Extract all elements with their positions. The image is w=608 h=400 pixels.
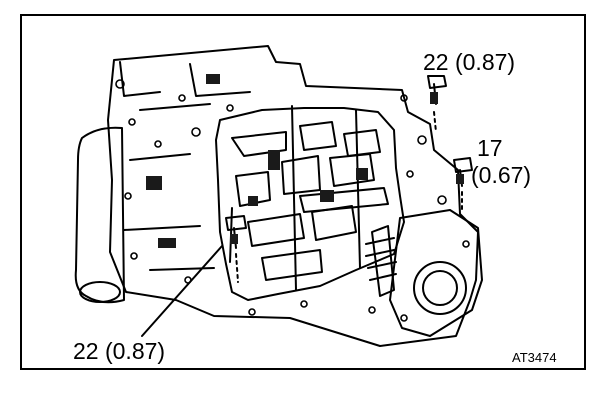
callout-value: 17 [477, 135, 503, 161]
left-housing [74, 126, 125, 304]
leader-line [141, 245, 223, 337]
callout-alt-value: (0.67) [471, 162, 532, 188]
separator-plate [107, 45, 479, 347]
solenoid [371, 225, 395, 297]
torque-callout-bottom: 22 (0.87) [73, 340, 165, 363]
figure-id-code: AT3474 [512, 350, 557, 365]
torque-callout-right: 17 (0.67) [471, 135, 531, 187]
callout-value: 22 [73, 338, 99, 364]
callout-alt-value: (0.87) [454, 49, 516, 75]
bolt-left [225, 215, 247, 283]
torque-callout-top: 22 (0.87) [423, 51, 515, 74]
left-housing-end [79, 281, 121, 303]
right-cover [389, 209, 483, 337]
bolt-right [453, 157, 473, 213]
callout-value: 22 [423, 49, 449, 75]
callout-alt-value: (0.87) [104, 338, 166, 364]
right-cover-port [413, 261, 467, 315]
